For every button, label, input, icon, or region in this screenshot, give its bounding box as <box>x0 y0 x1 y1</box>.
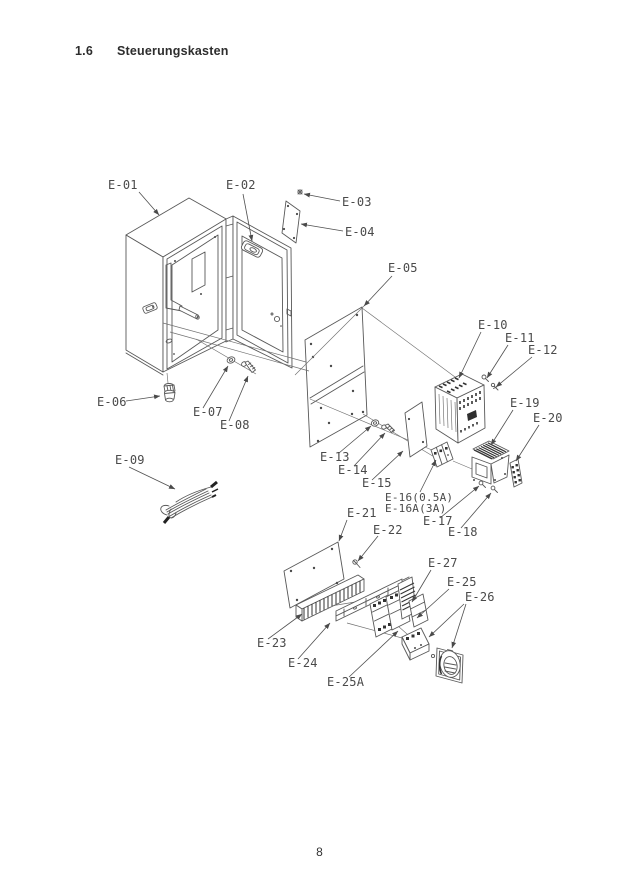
part-label-e09: E-09 <box>115 453 145 467</box>
lower-panel-drawing <box>283 541 361 609</box>
part-label-e14: E-14 <box>338 463 368 477</box>
cable-drawing <box>160 480 219 524</box>
gland-and-screws-drawing <box>163 356 256 403</box>
part-label-e07: E-07 <box>193 405 223 419</box>
part-label-e24: E-24 <box>288 656 318 670</box>
part-label-e15: E-15 <box>362 476 392 490</box>
door-plate-drawing <box>281 189 303 244</box>
part-label-e04: E-04 <box>345 225 375 239</box>
part-label-e08: E-08 <box>220 418 250 432</box>
part-label-e25: E-25 <box>447 575 477 589</box>
contactor-cluster-drawing <box>369 576 436 661</box>
part-label-e16a: E-16A(3A) <box>385 502 446 515</box>
part-label-e27: E-27 <box>428 556 458 570</box>
part-label-e26: E-26 <box>465 590 495 604</box>
section-number: 1.6 <box>75 44 93 58</box>
part-label-e03: E-03 <box>342 195 372 209</box>
part-label-e17: E-17 <box>423 514 453 528</box>
small-panel-drawing <box>404 401 428 458</box>
part-label-e12: E-12 <box>528 343 558 357</box>
part-label-e11: E-11 <box>505 331 535 345</box>
part-label-e21: E-21 <box>347 506 377 520</box>
part-labels: E-01 E-02 E-03 E-04 E-05 E-06 E-07 E-08 … <box>97 178 563 689</box>
part-label-e22: E-22 <box>373 523 403 537</box>
section-title: Steuerungskasten <box>116 44 229 58</box>
part-label-e02: E-02 <box>226 178 256 192</box>
fuse-block-drawing <box>430 441 454 468</box>
part-label-e20: E-20 <box>533 411 563 425</box>
part-label-e19: E-19 <box>510 396 540 410</box>
section-header: 1.6 Steuerungskasten <box>75 44 229 58</box>
mounting-plate-drawing <box>304 306 368 448</box>
page-number: 8 <box>316 845 323 859</box>
part-label-e13: E-13 <box>320 450 350 464</box>
cabinet-door-drawing <box>225 215 293 369</box>
part-label-e10: E-10 <box>478 318 508 332</box>
rotary-switch-drawing <box>435 647 464 684</box>
part-label-e18: E-18 <box>448 525 478 539</box>
part-label-e23: E-23 <box>257 636 287 650</box>
part-label-e16: E-16(0.5A) <box>385 491 453 504</box>
part-label-e01: E-01 <box>108 178 138 192</box>
part-label-e06: E-06 <box>97 395 127 409</box>
leader-lines <box>125 191 540 678</box>
part-label-e05: E-05 <box>388 261 418 275</box>
transformer-drawing <box>471 440 523 493</box>
part-label-e25a: E-25A <box>327 675 365 689</box>
inverter-drawing <box>434 373 499 444</box>
plate-screws-drawing <box>370 419 395 433</box>
